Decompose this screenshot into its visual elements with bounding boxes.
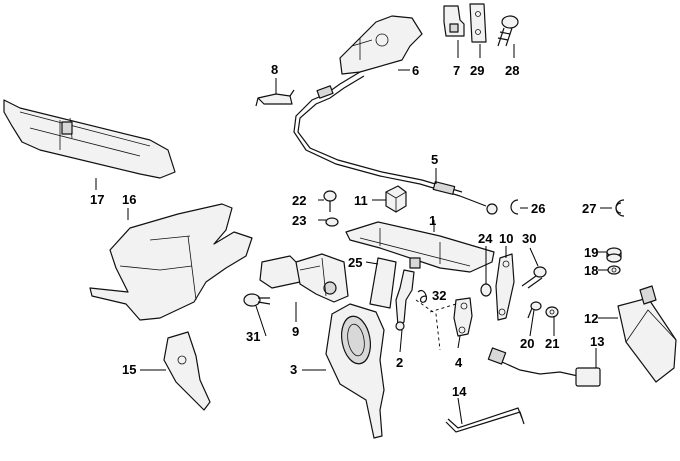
part-15-bracket: [163, 331, 211, 411]
callout-5: 5: [431, 152, 438, 167]
callout-21: 21: [545, 336, 559, 351]
callout-27: 27: [582, 201, 596, 216]
part-3-plate: [325, 303, 385, 439]
callout-7: 7: [453, 63, 460, 78]
part-8-hook: [255, 89, 295, 107]
callout-19: 19: [584, 245, 598, 260]
part-19-cap: [606, 247, 622, 263]
part-24-clip: [480, 283, 492, 297]
part-22-screw: [323, 190, 337, 212]
callout-1: 1: [429, 213, 436, 228]
callout-17: 17: [90, 192, 104, 207]
part-21-nut: [545, 306, 559, 318]
part-30-bolt: [521, 266, 547, 289]
part-26-clip: [510, 199, 519, 215]
part-32-spring: [417, 290, 428, 303]
callout-6: 6: [412, 63, 419, 78]
part-29-plate: [469, 3, 487, 43]
part-20-bolt: [527, 301, 542, 319]
callout-12: 12: [584, 311, 598, 326]
part-1-bracket: [345, 221, 495, 273]
part-2-lever: [395, 269, 415, 331]
callout-16: 16: [122, 192, 136, 207]
part-16-cover: [89, 203, 253, 321]
part-5-cable: [293, 71, 498, 215]
callout-26: 26: [531, 201, 545, 216]
callout-18: 18: [584, 263, 598, 278]
callout-32: 32: [432, 288, 446, 303]
callout-15: 15: [122, 362, 136, 377]
callout-9: 9: [292, 324, 299, 339]
callout-2: 2: [396, 355, 403, 370]
part-9-actuator: [259, 253, 349, 303]
callout-25: 25: [348, 255, 362, 270]
part-11-bumper: [385, 185, 407, 213]
callout-8: 8: [271, 62, 278, 77]
part-13-harness: [487, 347, 601, 387]
part-4-lever: [453, 297, 473, 337]
leader-lines: [95, 40, 618, 425]
callout-14: 14: [452, 384, 467, 399]
part-25-pad: [369, 257, 397, 309]
callout-29: 29: [470, 63, 484, 78]
callout-4: 4: [455, 355, 463, 370]
callout-22: 22: [292, 193, 306, 208]
callout-20: 20: [520, 336, 534, 351]
part-14-rod: [445, 407, 525, 433]
callout-23: 23: [292, 213, 306, 228]
callout-13: 13: [590, 334, 604, 349]
callout-30: 30: [522, 231, 536, 246]
part-31-bolt: [243, 293, 271, 307]
callout-3: 3: [290, 362, 297, 377]
part-6-latch: [339, 15, 423, 75]
callout-28: 28: [505, 63, 519, 78]
part-23-nut: [325, 217, 339, 227]
part-27-ring: [615, 199, 625, 217]
part-17-trim-panel: [3, 99, 176, 179]
part-18-nut: [607, 265, 621, 275]
callouts: 17 16 15 8 6 7 29 28 5 1 22 23 11 26 27 …: [90, 62, 604, 399]
part-7-clip: [443, 5, 465, 37]
part-10-arm: [495, 253, 515, 321]
part-12-module: [617, 285, 677, 383]
part-28-bolt: [497, 15, 519, 47]
callout-10: 10: [499, 231, 513, 246]
callout-11: 11: [354, 193, 368, 208]
callout-24: 24: [478, 231, 493, 246]
callout-31: 31: [246, 329, 260, 344]
